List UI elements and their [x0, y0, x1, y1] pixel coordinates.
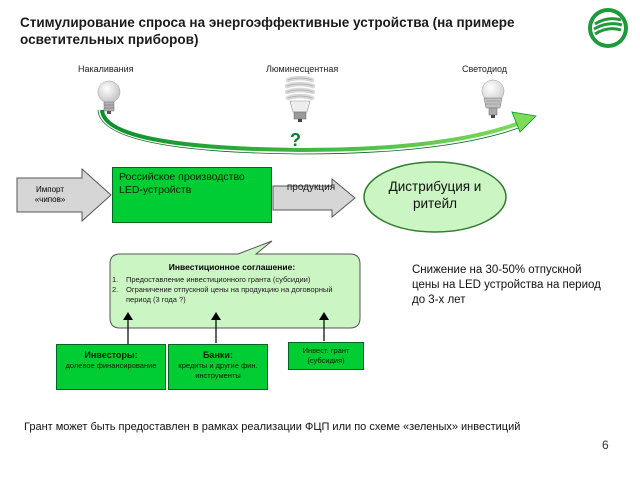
bulb-label-led: Светодиод [462, 64, 508, 74]
question-mark: ? [290, 130, 301, 150]
incandescent-bulb-icon [97, 80, 121, 114]
banks-title: Банки: [203, 350, 233, 360]
grant-up-arrow [319, 312, 329, 341]
investors-box: Инвесторы: долевое финансирование [56, 344, 166, 390]
investors-desc: долевое финансирование [65, 361, 157, 370]
logo-icon [588, 8, 628, 48]
banks-up-arrow [211, 312, 221, 343]
banks-desc: кредиты и другие фин. инструменты [178, 361, 258, 380]
fluorescent-bulb-icon [284, 76, 316, 122]
transition-arrow [97, 109, 537, 155]
production-label: Российское производство LED-устройств [119, 171, 245, 196]
investment-callout-shape [109, 240, 361, 329]
investment-item-1: 1. Предоставление инвестиционного гранта… [112, 275, 311, 284]
footer-note: Грант может быть предоставлен в рамках р… [24, 421, 521, 433]
led-bulb-icon [481, 79, 505, 118]
investment-item-2: 2. Ограничение отпускной цены на продукц… [112, 285, 333, 304]
page-number: 6 [602, 438, 609, 452]
grant-title: Инвест. грант (субсидия) [302, 346, 350, 365]
bulb-label-incandescent: Накаливания [78, 64, 134, 74]
products-arrow-shape [272, 178, 356, 218]
price-reduction-note: Снижение на 30-50% отпускной цены на LED… [412, 264, 601, 306]
distribution-label: Дистрибуция и ритейл [388, 179, 482, 211]
production-box: Российское производство LED-устройств [112, 167, 272, 223]
bulb-label-fluorescent: Люминесцентная [266, 64, 339, 74]
banks-box: Банки: кредиты и другие фин. инструменты [168, 344, 268, 390]
import-arrow-shape [16, 168, 112, 222]
investors-up-arrow [123, 312, 133, 345]
import-label: Импорт «чипов» [34, 185, 66, 204]
investment-heading: Инвестиционное соглашение: [168, 262, 296, 272]
distribution-ellipse [363, 161, 507, 233]
investment-agreement: Инвестиционное соглашение: 1. Предоставл… [112, 262, 352, 305]
products-label: продукция [286, 182, 336, 193]
investors-title: Инвесторы: [84, 350, 138, 360]
page-title: Стимулирование спроса на энергоэффективн… [20, 15, 515, 47]
grant-box: Инвест. грант (субсидия) [288, 342, 364, 370]
